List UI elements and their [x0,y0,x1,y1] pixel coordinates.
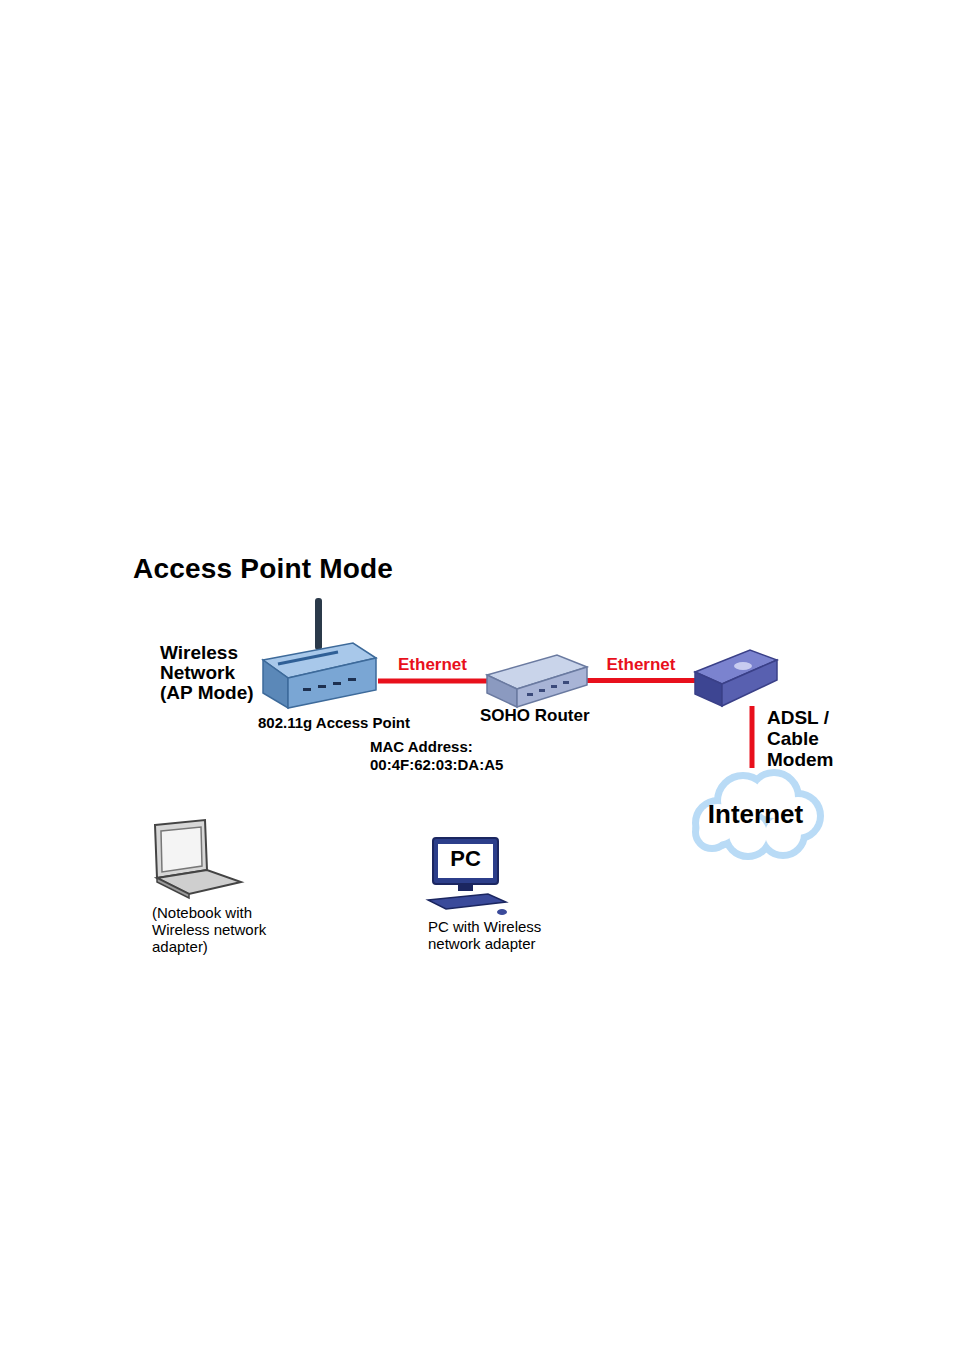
access-point: 802.11g Access PointMAC Address: 00:4F:6… [258,598,378,710]
edge-label: Ethernet [607,655,676,674]
node-label: PC [438,847,493,871]
diagram-title: Access Point Mode [133,553,393,585]
text-wrap: Wireless Network (AP Mode) [160,643,272,703]
node-label: SOHO Router [480,706,620,725]
notebook-art [145,820,243,898]
access-point-art [258,598,378,710]
text-wrap: 802.11g Access Point [258,714,458,731]
title-wrap: Access Point Mode [133,553,393,585]
soho-router: SOHO Router [487,655,587,707]
node-label: (Notebook with Wireless network adapter) [152,904,284,955]
text-wrap: ADSL / Cable Modem [767,707,849,770]
node-label: Internet [688,800,823,828]
adsl-cable-modem: ADSL / Cable Modem [695,650,777,706]
node-note: PC with Wireless network adapter [428,918,560,952]
notebook: (Notebook with Wireless network adapter) [145,820,243,898]
desktop-pc: PCPC with Wireless network adapter [428,838,508,916]
node-note: MAC Address: 00:4F:62:03:DA:A5 [370,738,520,774]
ethernet-cable [587,678,695,683]
text-wrap: PC [438,847,493,871]
edge-label-wrap: Ethernet [607,655,676,674]
internet-cloud: Internet [688,768,823,858]
ethernet-cable [378,679,487,684]
text-wrap: PC with Wireless network adapter [428,918,560,952]
text-wrap: MAC Address: 00:4F:62:03:DA:A5 [370,738,520,774]
text-wrap: SOHO Router [480,706,620,725]
coverage-area: 802.11g Access PointMAC Address: 00:4F:6… [125,540,707,1002]
text-wrap: (Notebook with Wireless network adapter) [152,904,284,955]
edge-label-wrap: Ethernet [398,655,467,674]
soho-router-art [487,655,587,707]
edge-label: Ethernet [398,655,467,674]
node-label: 802.11g Access Point [258,714,458,731]
text-wrap: Internet [688,800,823,828]
node-label: ADSL / Cable Modem [767,707,849,770]
ethernet-cable [750,706,755,768]
node-label: Wireless Network (AP Mode) [160,643,272,703]
adsl-cable-modem-art [695,650,777,706]
